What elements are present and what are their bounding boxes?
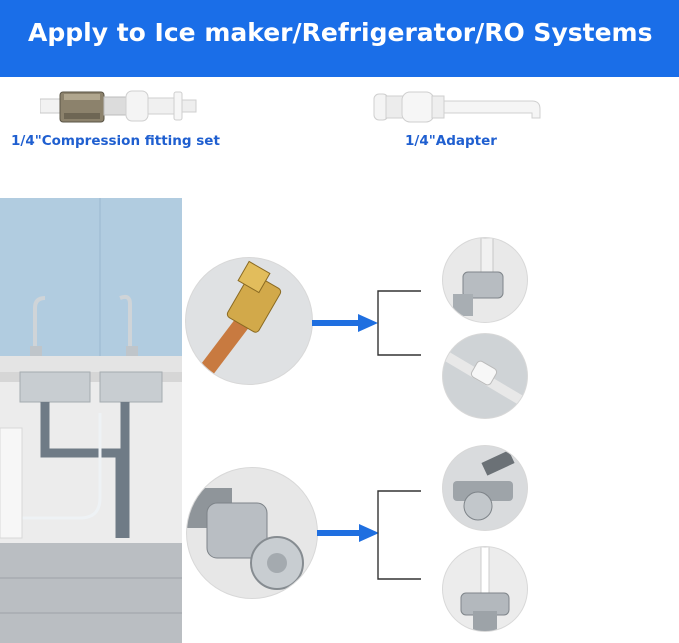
- kitchen-sink-photo: [0, 198, 182, 643]
- brass-fitting-photo: [186, 258, 312, 384]
- bracket-connector: [377, 490, 421, 580]
- banner-title: Apply to Ice maker/Refrigerator/RO Syste…: [28, 18, 653, 47]
- top-banner: Apply to Ice maker/Refrigerator/RO Syste…: [0, 0, 679, 77]
- angle-valve-photo: [187, 468, 317, 598]
- product-label-compression-fitting: 1/4"Compression fitting set: [11, 133, 220, 149]
- valve-tube-photo: [443, 547, 527, 631]
- tube-adapter-icon: [373, 91, 541, 123]
- bracket-connector: [377, 290, 421, 356]
- compression-fitting-set-icon: [40, 90, 197, 123]
- valve-adapter-photo: [443, 238, 527, 322]
- arrow-right-icon: [312, 314, 378, 332]
- tube-connection-photo: [443, 334, 527, 418]
- product-label-adapter: 1/4"Adapter: [405, 133, 497, 149]
- wrench-install-photo: [443, 446, 527, 530]
- arrow-right-icon: [317, 524, 379, 542]
